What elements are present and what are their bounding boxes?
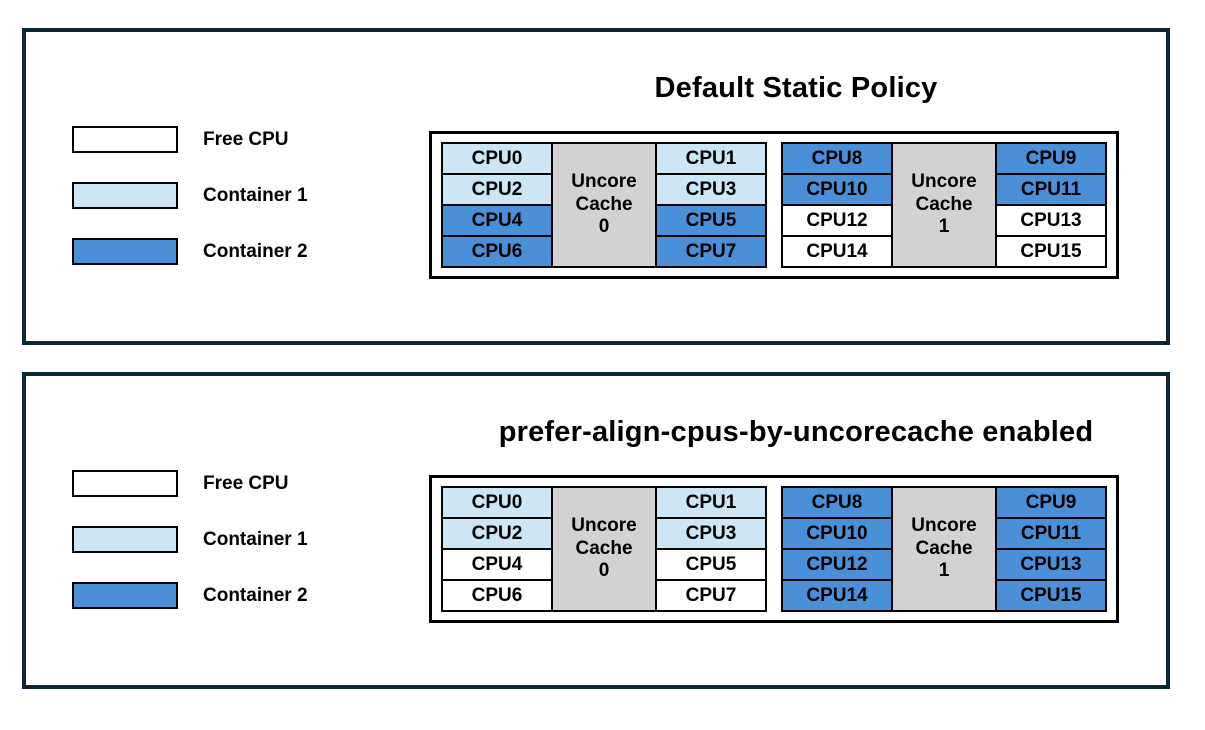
legend-label: Container 1 xyxy=(203,184,308,206)
cache-label-line: Cache xyxy=(575,193,633,215)
cpu-topology-diagram: CPU0 CPU2 CPU4 CPU6 Uncore Cache 0 CPU1 … xyxy=(429,131,1119,279)
cpu-cell: CPU2 xyxy=(441,517,553,550)
legend-label: Free CPU xyxy=(203,472,289,494)
cache-label-line: Uncore xyxy=(911,170,977,192)
legend-label: Free CPU xyxy=(203,128,289,150)
cache-label-line: Cache xyxy=(915,193,973,215)
legend-label: Container 1 xyxy=(203,528,308,550)
cpu-cell: CPU5 xyxy=(655,548,767,581)
policy-panel-uncorecache-enabled: prefer-align-cpus-by-uncorecache enabled… xyxy=(22,372,1170,689)
cpu-cell: CPU1 xyxy=(655,142,767,175)
legend-item: Free CPU xyxy=(72,470,308,497)
legend-item: Free CPU xyxy=(72,126,308,153)
cpu-cell: CPU15 xyxy=(995,235,1107,268)
cpu-cell: CPU12 xyxy=(781,204,893,237)
legend: Free CPU Container 1 Container 2 xyxy=(72,470,308,638)
uncore-cache-group-0: CPU0 CPU2 CPU4 CPU6 Uncore Cache 0 CPU1 … xyxy=(441,142,767,268)
cpu-cell: CPU6 xyxy=(441,235,553,268)
cpu-column-left: CPU0 CPU2 CPU4 CPU6 xyxy=(441,142,553,268)
uncore-cache-cell: Uncore Cache 0 xyxy=(551,486,657,612)
cpu-cell: CPU8 xyxy=(781,142,893,175)
cpu-cell: CPU7 xyxy=(655,235,767,268)
cpu-cell: CPU10 xyxy=(781,517,893,550)
cpu-column-left: CPU0 CPU2 CPU4 CPU6 xyxy=(441,486,553,612)
uncore-cache-cell: Uncore Cache 1 xyxy=(891,142,997,268)
cpu-cell: CPU7 xyxy=(655,579,767,612)
legend-item: Container 1 xyxy=(72,182,308,209)
cpu-cell: CPU1 xyxy=(655,486,767,519)
cpu-cell: CPU14 xyxy=(781,579,893,612)
cpu-column-left: CPU8 CPU10 CPU12 CPU14 xyxy=(781,142,893,268)
cpu-cell: CPU0 xyxy=(441,142,553,175)
uncore-cache-group-0: CPU0 CPU2 CPU4 CPU6 Uncore Cache 0 CPU1 … xyxy=(441,486,767,612)
legend-label: Container 2 xyxy=(203,584,308,606)
cpu-cell: CPU4 xyxy=(441,548,553,581)
uncore-cache-cell: Uncore Cache 1 xyxy=(891,486,997,612)
cache-label-line: Uncore xyxy=(911,514,977,536)
cpu-cell: CPU3 xyxy=(655,173,767,206)
cpu-column-right: CPU9 CPU11 CPU13 CPU15 xyxy=(995,486,1107,612)
cpu-cell: CPU9 xyxy=(995,142,1107,175)
legend-item: Container 1 xyxy=(72,526,308,553)
cpu-cell: CPU0 xyxy=(441,486,553,519)
cache-label-line: Cache xyxy=(915,537,973,559)
cpu-cell: CPU12 xyxy=(781,548,893,581)
cpu-cell: CPU2 xyxy=(441,173,553,206)
legend-item: Container 2 xyxy=(72,238,308,265)
legend-swatch-free-cpu xyxy=(72,470,178,497)
panel-title: prefer-align-cpus-by-uncorecache enabled xyxy=(498,416,1094,448)
uncore-cache-cell: Uncore Cache 0 xyxy=(551,142,657,268)
legend-label: Container 2 xyxy=(203,240,308,262)
cpu-cell: CPU13 xyxy=(995,204,1107,237)
uncore-cache-group-1: CPU8 CPU10 CPU12 CPU14 Uncore Cache 1 CP… xyxy=(781,142,1107,268)
cpu-cell: CPU9 xyxy=(995,486,1107,519)
legend-swatch-container-1 xyxy=(72,526,178,553)
cpu-column-right: CPU9 CPU11 CPU13 CPU15 xyxy=(995,142,1107,268)
cpu-cell: CPU3 xyxy=(655,517,767,550)
cpu-cell: CPU10 xyxy=(781,173,893,206)
uncore-cache-group-1: CPU8 CPU10 CPU12 CPU14 Uncore Cache 1 CP… xyxy=(781,486,1107,612)
cpu-topology-diagram: CPU0 CPU2 CPU4 CPU6 Uncore Cache 0 CPU1 … xyxy=(429,475,1119,623)
cache-label-line: Cache xyxy=(575,537,633,559)
legend-swatch-container-2 xyxy=(72,582,178,609)
cache-label-line: Uncore xyxy=(571,514,637,536)
cpu-cell: CPU11 xyxy=(995,173,1107,206)
legend-swatch-container-1 xyxy=(72,182,178,209)
cpu-cell: CPU13 xyxy=(995,548,1107,581)
cpu-column-left: CPU8 CPU10 CPU12 CPU14 xyxy=(781,486,893,612)
cpu-cell: CPU15 xyxy=(995,579,1107,612)
cpu-cell: CPU14 xyxy=(781,235,893,268)
cache-label-line: 1 xyxy=(938,560,950,582)
policy-panel-default: Default Static Policy Free CPU Container… xyxy=(22,28,1170,345)
legend-swatch-container-2 xyxy=(72,238,178,265)
cpu-cell: CPU11 xyxy=(995,517,1107,550)
cpu-column-right: CPU1 CPU3 CPU5 CPU7 xyxy=(655,486,767,612)
cache-label-line: 1 xyxy=(938,216,950,238)
legend-swatch-free-cpu xyxy=(72,126,178,153)
cache-label-line: 0 xyxy=(598,216,610,238)
legend-item: Container 2 xyxy=(72,582,308,609)
cache-label-line: 0 xyxy=(598,560,610,582)
legend: Free CPU Container 1 Container 2 xyxy=(72,126,308,294)
cpu-column-right: CPU1 CPU3 CPU5 CPU7 xyxy=(655,142,767,268)
cpu-cell: CPU6 xyxy=(441,579,553,612)
cpu-cell: CPU8 xyxy=(781,486,893,519)
panel-title: Default Static Policy xyxy=(654,72,938,104)
cache-label-line: Uncore xyxy=(571,170,637,192)
cpu-cell: CPU4 xyxy=(441,204,553,237)
cpu-cell: CPU5 xyxy=(655,204,767,237)
